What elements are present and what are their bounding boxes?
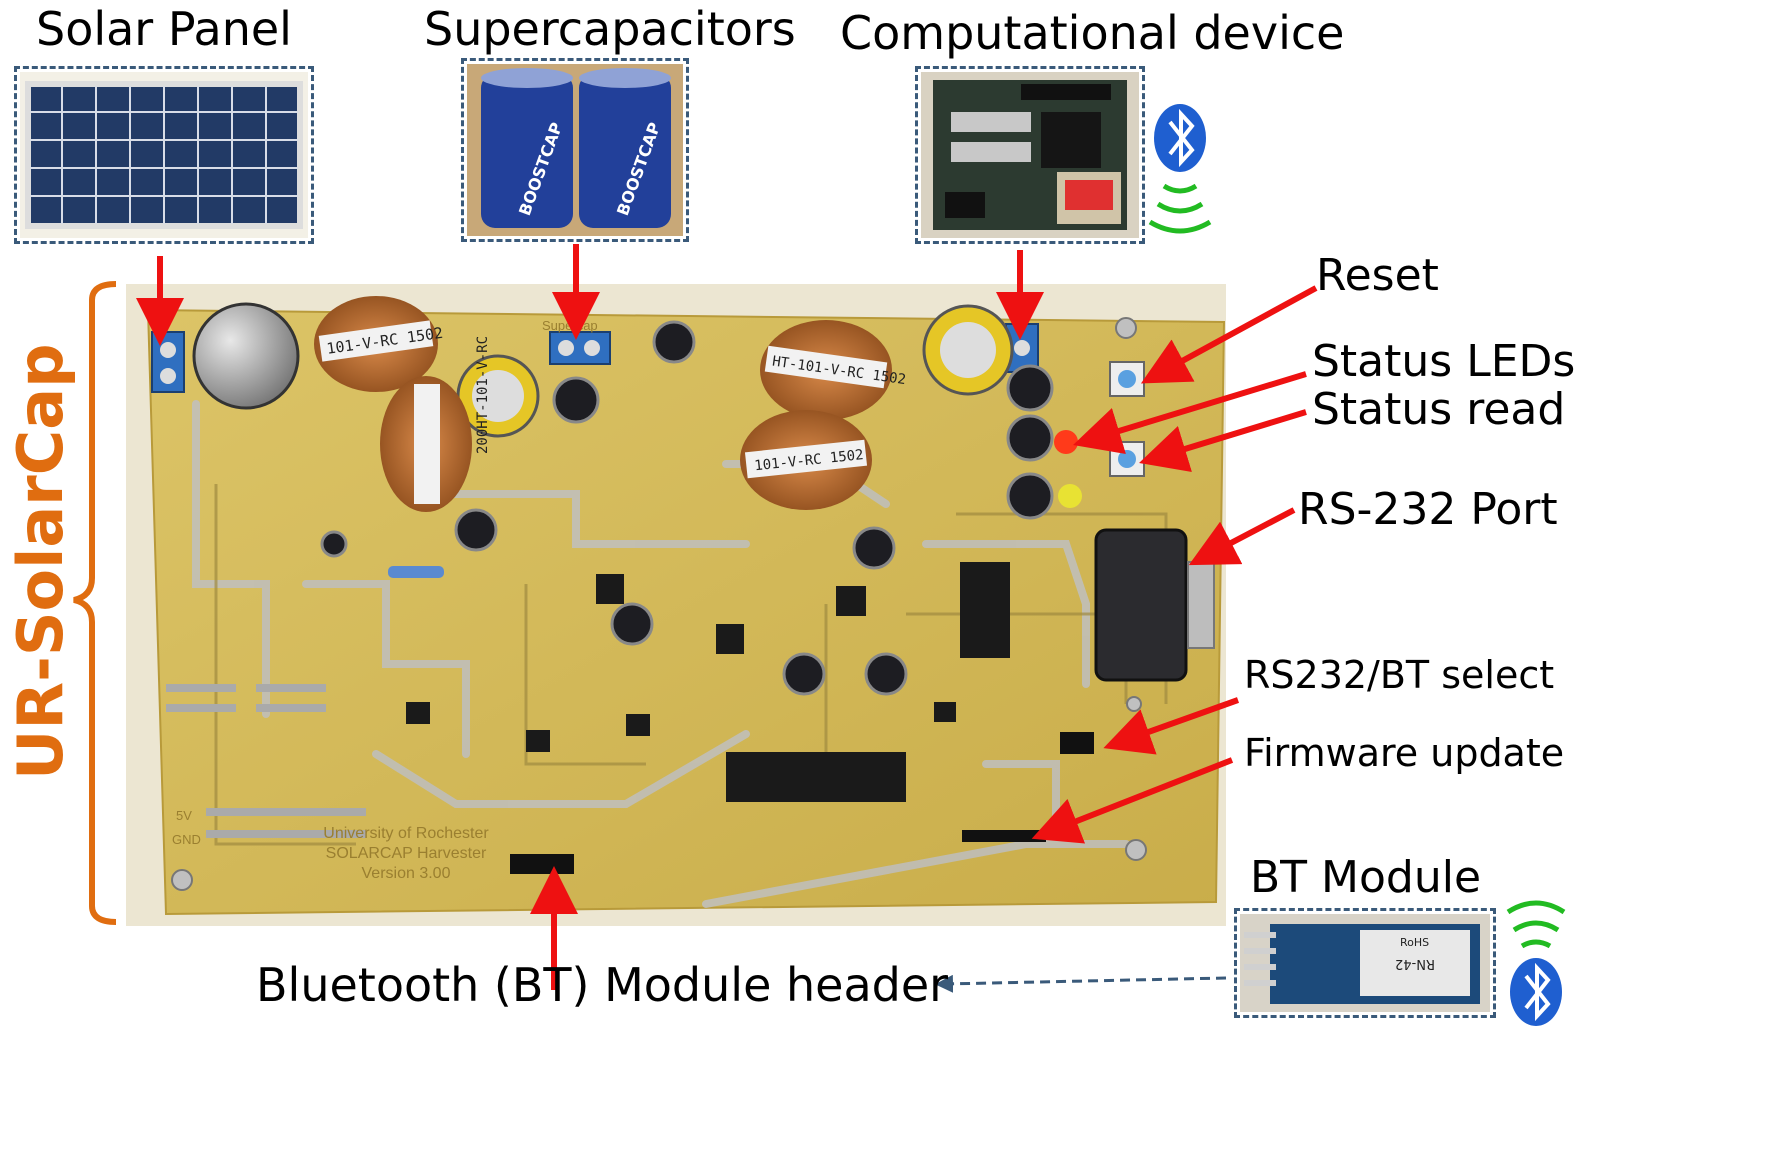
svg-text:RoHS: RoHS	[1400, 936, 1429, 949]
firmware-header-part	[962, 830, 1046, 842]
label-rs232-bt-select: RS232/BT select	[1244, 653, 1555, 697]
solar-panel-box	[14, 66, 314, 244]
label-solar-panel: Solar Panel	[36, 2, 292, 56]
computational-device-photo	[921, 72, 1139, 238]
select-jumper-part	[1060, 732, 1094, 754]
dashed-arrow	[935, 974, 1227, 993]
dip-ic-small	[960, 562, 1010, 658]
arrow-status-read	[1139, 409, 1307, 472]
label-reset: Reset	[1316, 250, 1439, 301]
arrow-status-leds	[1073, 371, 1307, 454]
inductor-a: 101-V-RC 1502	[314, 296, 444, 392]
label-status-leds: Status LEDs	[1312, 336, 1576, 387]
dip-ic-microcontroller	[726, 752, 906, 802]
inductor-b: 200HT-101-V-RC	[380, 336, 491, 512]
status-led-red	[1054, 430, 1078, 454]
bt-module-box	[1234, 908, 1496, 1018]
svg-text:GND: GND	[172, 832, 201, 847]
pcb-board-illustration: 101-V-RC 1502 200HT-101-V-RC HT-101-V-RC…	[146, 296, 1226, 916]
supercapacitor-left: BOOSTCAP	[481, 68, 573, 228]
svg-text:University of Rochester: University of Rochester	[323, 825, 489, 842]
solar-panel-photo	[20, 72, 308, 238]
status-led-yellow	[1058, 484, 1082, 508]
svg-text:5V: 5V	[176, 808, 192, 823]
supercapacitors-photo: BOOSTCAP BOOSTCAP	[467, 64, 683, 236]
wireless-waves-icon	[1148, 183, 1212, 234]
arrow-select	[1103, 697, 1240, 755]
label-computational-device: Computational device	[840, 6, 1345, 60]
label-supercapacitors: Supercapacitors	[424, 2, 796, 56]
label-bt-module: BT Module	[1250, 852, 1482, 903]
label-rs232-port: RS-232 Port	[1298, 484, 1558, 535]
label-bt-header: Bluetooth (BT) Module header	[256, 958, 949, 1012]
svg-text:RN-42: RN-42	[1395, 956, 1435, 971]
inductor-d: 101-V-RC 1502	[740, 410, 872, 510]
supercapacitor-right: BOOSTCAP	[579, 68, 671, 228]
arrow-reset	[1140, 285, 1318, 384]
svg-text:200HT-101-V-RC: 200HT-101-V-RC	[475, 336, 491, 454]
wireless-waves-icon	[1506, 900, 1566, 949]
arrow-rs232	[1188, 507, 1296, 566]
label-board-name: UR-SolarCap	[4, 343, 77, 780]
label-status-read: Status read	[1312, 384, 1566, 435]
bluetooth-icon	[1510, 958, 1562, 1026]
pcb-board-photo: 101-V-RC 1502 200HT-101-V-RC HT-101-V-RC…	[126, 284, 1226, 926]
inductor-c: HT-101-V-RC 1502	[760, 320, 907, 420]
board-bracket	[73, 281, 117, 925]
computational-device-box	[915, 66, 1145, 244]
svg-text:SOLARCAP Harvester: SOLARCAP Harvester	[326, 845, 487, 862]
bt-module-photo: RN-42 RoHS	[1240, 914, 1490, 1012]
arrow-firmware	[1031, 757, 1234, 844]
reset-button-part	[1109, 361, 1145, 397]
svg-text:Version 3.00: Version 3.00	[362, 865, 451, 882]
bluetooth-icon	[1154, 104, 1206, 172]
supercapacitors-box	[461, 58, 689, 242]
label-firmware-update: Firmware update	[1244, 731, 1565, 775]
